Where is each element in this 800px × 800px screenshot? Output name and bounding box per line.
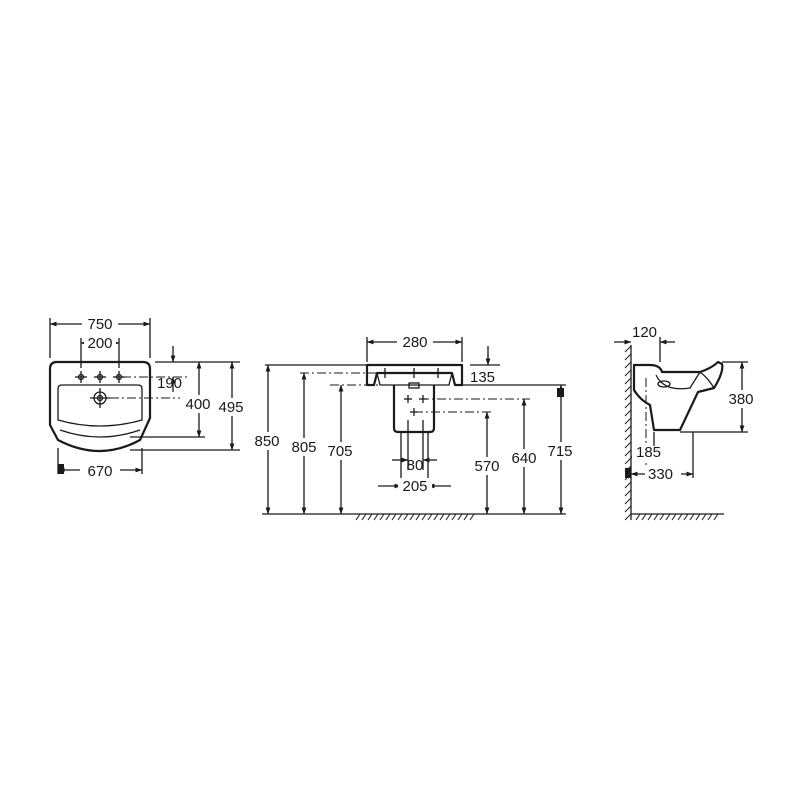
top-view-tap-holes xyxy=(75,371,125,383)
dim-label-200: 200 xyxy=(87,335,112,352)
top-view-front-curve xyxy=(59,429,141,438)
dim-label-380: 380 xyxy=(728,391,753,408)
side-view-wall-hatch xyxy=(624,345,632,521)
front-view-basin-bowl xyxy=(376,372,453,386)
dim-label-750: 750 xyxy=(87,316,112,333)
dim-label-670: 670 xyxy=(87,463,112,480)
front-view-pedestal xyxy=(392,385,436,434)
dim-label-495: 495 xyxy=(218,399,243,416)
dim-label-330: 330 xyxy=(648,466,673,483)
side-view-bowl-curve xyxy=(655,371,701,390)
dim-label-80: 80 xyxy=(407,457,424,474)
dim-label-280: 280 xyxy=(402,334,427,351)
side-view-basin-profile xyxy=(632,360,724,432)
dim-label-570: 570 xyxy=(474,458,499,475)
top-view-wall-mark xyxy=(58,464,64,474)
dim-label-205: 205 xyxy=(402,478,427,495)
top-view-inner-bowl xyxy=(57,384,143,427)
dim-label-640: 640 xyxy=(511,450,536,467)
dim-label-400: 400 xyxy=(185,396,210,413)
front-view: 280 135 850 805 705 570 xyxy=(250,333,579,521)
dim-label-805: 805 xyxy=(291,439,316,456)
dim-label-850: 850 xyxy=(254,433,279,450)
front-view-wall-mark xyxy=(557,388,564,397)
top-view-basin-outline xyxy=(48,360,152,453)
side-view-wall-mark xyxy=(625,468,631,478)
side-view-rim-curve xyxy=(699,371,715,389)
front-view-floor-hatch xyxy=(355,513,475,521)
side-view: 120 380 185 330 xyxy=(614,324,758,521)
side-view-floor-hatch xyxy=(635,513,719,521)
front-view-tap-marks xyxy=(380,368,443,378)
top-view-drain xyxy=(90,388,110,408)
side-view-overflow xyxy=(657,380,671,388)
top-view: 750 200 190 400 495 670 xyxy=(48,314,248,480)
dim-label-190: 190 xyxy=(157,375,182,392)
dim-label-715: 715 xyxy=(547,443,572,460)
front-view-pedestal-holes xyxy=(404,395,427,416)
front-view-drain-outlet xyxy=(408,382,420,389)
dim-label-135: 135 xyxy=(470,369,495,386)
dim-label-705: 705 xyxy=(327,443,352,460)
dim-label-120: 120 xyxy=(632,324,657,341)
dim-label-185: 185 xyxy=(636,444,661,461)
